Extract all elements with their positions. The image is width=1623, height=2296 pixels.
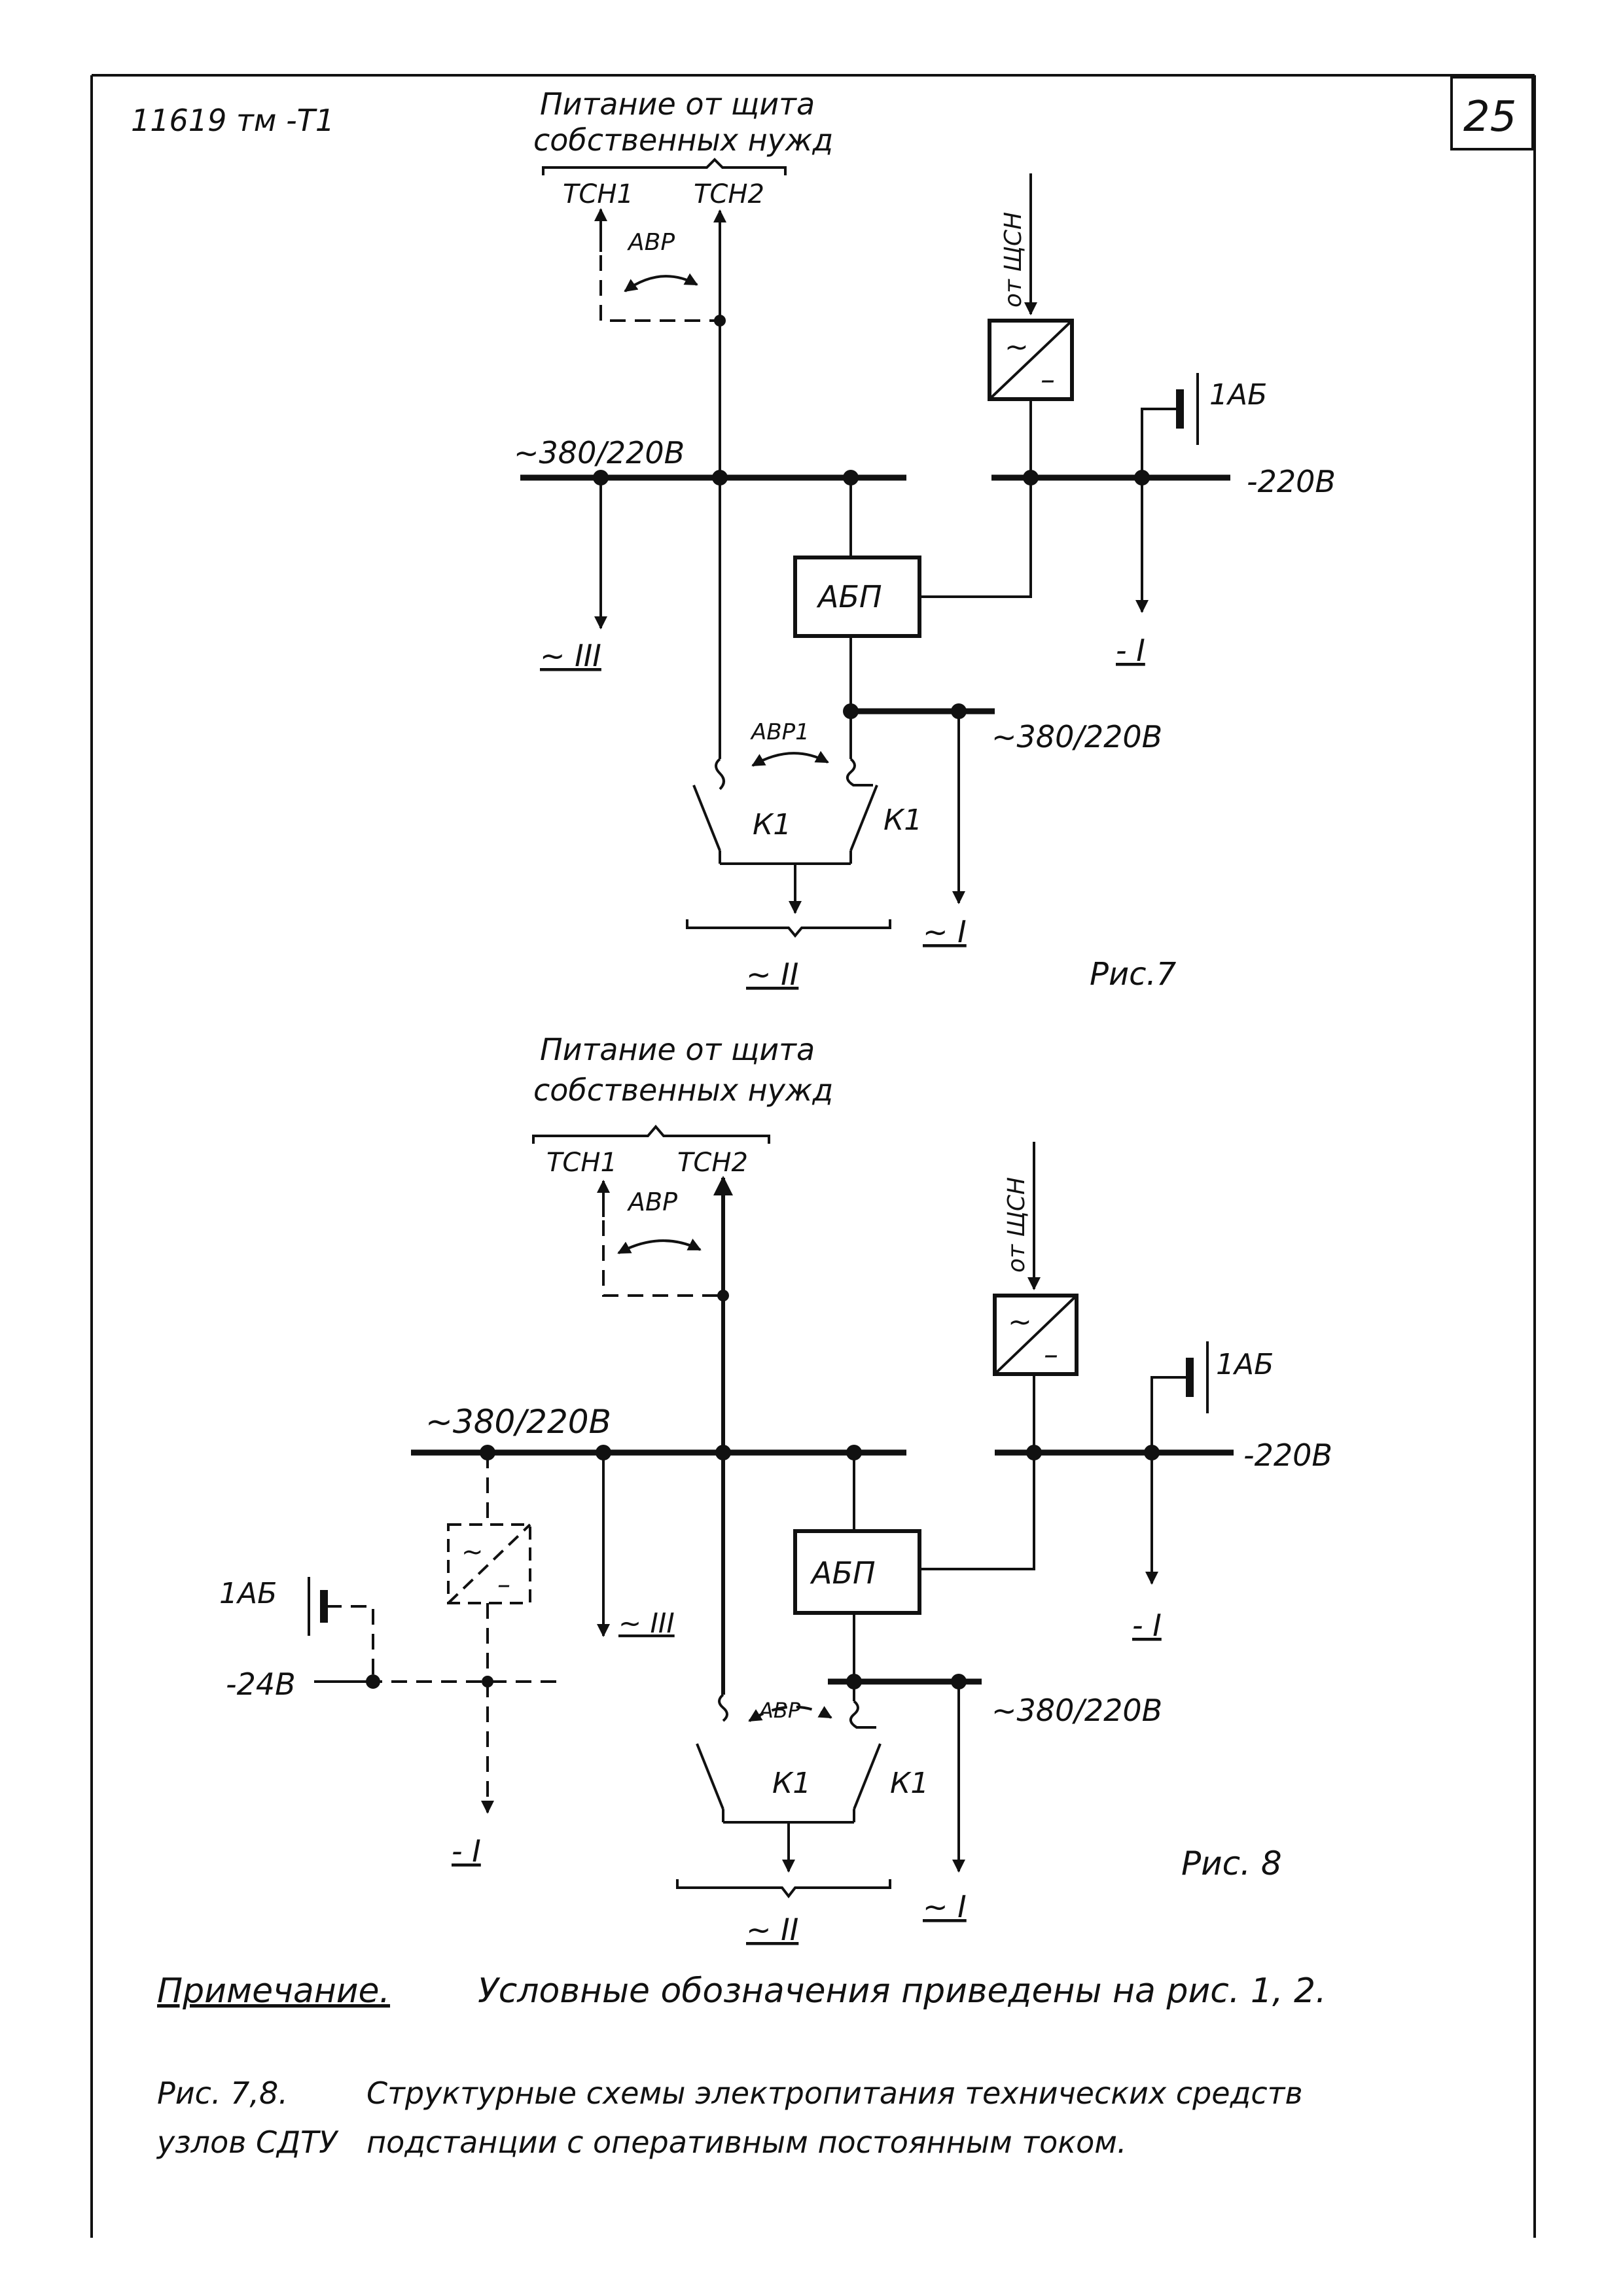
fig8-switch-left (696, 1743, 724, 1810)
document-code: 11619 тм -Т1 (131, 103, 334, 138)
fig8-battery-label: 1АБ (1216, 1348, 1274, 1381)
fig8-out-brace (676, 1879, 891, 1899)
fig8-avr-switch-arc (748, 1705, 832, 1722)
fig8-avr-arc (617, 1239, 702, 1254)
fig8-dc24-bus-label: -24В (226, 1667, 296, 1702)
fig7-tsn1-dashed-feeder (599, 255, 720, 322)
fig8-rectifier-ac-icon: ~ (1008, 1305, 1032, 1339)
fig8-dashed-converter-dc-icon: – (497, 1570, 510, 1600)
fig8-out-ac-ii-label: ~ II (746, 1912, 798, 1947)
fig7-rectifier-ac-icon: ~ (1005, 330, 1029, 364)
fig7-out-dc-i-label: - I (1116, 633, 1145, 668)
fig8-rectifier-dc-icon: – (1044, 1338, 1058, 1371)
fig7-supply-title-line2: собственных нужд (533, 122, 833, 158)
fig8-ac-bus-label: ~380/220В (425, 1403, 611, 1441)
fig7-out-brace (686, 919, 891, 938)
fig8-out-ac-i-label: ~ I (923, 1889, 967, 1924)
fig8-out-ac-iii-label: ~ III (618, 1607, 675, 1639)
fig7-k1-right-label: К1 (883, 804, 922, 837)
fig7-switch-right (849, 785, 878, 851)
fig7-k1-left-label: К1 (753, 808, 791, 841)
fig8-out-dc-i-label: - I (1132, 1608, 1162, 1643)
fig8-battery-left-label: 1АБ (219, 1577, 277, 1610)
fig7-rectifier-diagonal (988, 319, 1073, 400)
fig7-out-ac-iii-label: ~ III (540, 638, 601, 673)
fig8-contact-right (849, 1700, 876, 1729)
fig8-abp-block (793, 1529, 921, 1615)
fig8-tsn2-label: ТСН2 (677, 1148, 748, 1178)
fig7-tsn1-label: ТСН1 (563, 179, 633, 209)
fig7-abp-block (793, 556, 921, 638)
page-number: 25 (1463, 93, 1516, 141)
fig7-supply-brace (542, 158, 787, 175)
fig8-dc-bus-label: -220В (1243, 1438, 1332, 1473)
note-label: Примечание. (157, 1971, 390, 2011)
fig7-battery-lead (1141, 408, 1178, 478)
fig7-avr1-label: АВР1 (750, 719, 810, 745)
fig8-supply-title-line2: собственных нужд (533, 1072, 833, 1108)
fig8-abp-bus-label: ~380/220В (991, 1693, 1162, 1728)
fig7-caption: Рис.7 (1090, 956, 1177, 993)
fig8-dc-to-abp (919, 1453, 1035, 1570)
figure-caption-line2-left: узлов СДТУ (156, 2125, 339, 2160)
page-number-box: 25 (1450, 76, 1534, 150)
fig7-tsn2-label: ТСН2 (694, 179, 764, 209)
fig8-k1-left-label: К1 (772, 1767, 811, 1800)
figure-8: Питание от щита собственных нужд ТСН1 ТС… (219, 1032, 1332, 1947)
fig7-from-shchsn-label: от ЩСН (1000, 212, 1027, 308)
fig7-avr1-arc (751, 751, 829, 767)
fig7-supply-title-line1: Питание от щита (540, 86, 815, 122)
fig8-battery-lead (1150, 1376, 1188, 1453)
fig8-supply-brace (532, 1124, 770, 1144)
fig8-tsn1-label: ТСН1 (546, 1148, 617, 1178)
fig7-out-ac-ii-label: ~ II (746, 957, 798, 992)
fig8-battery-left-lead (326, 1605, 374, 1682)
fig8-switch-right (853, 1743, 882, 1810)
fig8-dashed-converter-ac-icon: ~ (461, 1537, 484, 1567)
figure-7: Питание от щита собственных нужд ТСН1 ТС… (514, 86, 1336, 993)
fig7-dc-to-abp (919, 478, 1032, 598)
note-text: Условные обозначения приведены на рис. 1… (478, 1971, 1327, 2011)
fig7-battery-label: 1АБ (1209, 378, 1267, 412)
fig8-contact-left (718, 1693, 728, 1722)
fig7-out-ac-i-label: ~ I (923, 914, 967, 949)
figure-caption-line1: Структурные схемы электропитания техниче… (366, 2075, 1303, 2111)
fig8-avr-switch-label: АВР (758, 1698, 801, 1723)
fig7-dc-bus-label: -220В (1247, 464, 1336, 499)
fig8-caption: Рис. 8 (1181, 1845, 1282, 1882)
fig8-tsn1-dashed-feeder (602, 1220, 723, 1297)
figure-caption-line2-right: подстанции с оперативным постоянным токо… (366, 2125, 1127, 2160)
fig7-junction (714, 315, 726, 327)
fig7-ac-bus-label: ~380/220В (514, 435, 685, 470)
fig7-avr-arc (624, 273, 698, 292)
figure-caption-label: Рис. 7,8. (157, 2075, 288, 2111)
page-frame (90, 74, 1536, 2238)
fig7-contact-right (846, 758, 873, 786)
fig7-contact-left (715, 758, 725, 790)
fig8-avr-label: АВР (626, 1188, 677, 1216)
fig8-dashed-converter-block (447, 1523, 531, 1604)
fig8-supply-title-line1: Питание от щита (540, 1032, 815, 1067)
fig8-k1-right-label: К1 (890, 1767, 929, 1800)
fig7-abp-bus-label: ~380/220В (991, 719, 1162, 754)
fig7-avr-label: АВР (627, 229, 675, 256)
fig7-abp-label: АБП (816, 579, 882, 614)
fig8-from-shchsn-label: от ЩСН (1003, 1177, 1030, 1273)
fig8-abp-label: АБП (810, 1555, 876, 1591)
fig7-rectifier-dc-icon: – (1041, 363, 1055, 397)
fig8-out-dc24-i-label: - I (452, 1833, 481, 1869)
fig7-switch-left (692, 785, 721, 851)
